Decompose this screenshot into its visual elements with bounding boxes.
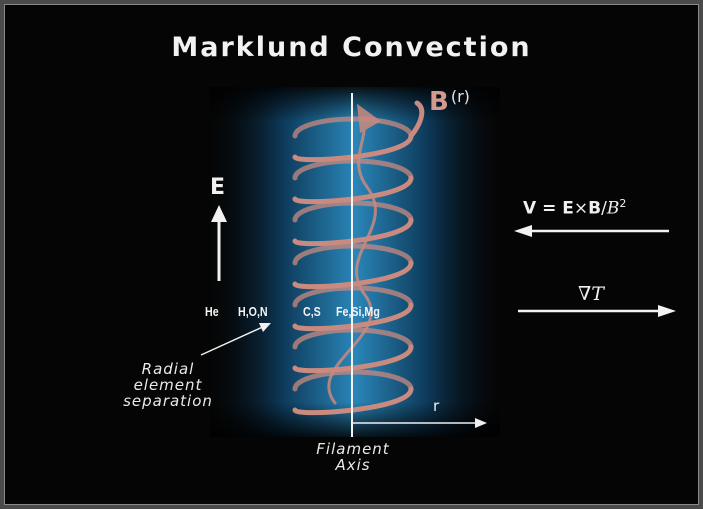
element-label-fesimg: Fe,Si,Mg	[336, 304, 380, 319]
e-field-label: E	[210, 175, 226, 200]
separation-pointer	[200, 324, 268, 356]
diagram-canvas	[200, 87, 676, 437]
diagram-frame: Marklund Convection B(r) E V = E×B/B2 ∇T…	[4, 4, 699, 505]
diagram-title: Marklund Convection	[171, 32, 532, 63]
helix-inner-field-line	[327, 103, 381, 405]
filament-axis-label: Filament Axis	[291, 441, 415, 473]
element-label-cs: C,S	[303, 304, 321, 319]
plasma-glow-fade	[210, 87, 500, 437]
velocity-lhs: V = E	[523, 198, 574, 219]
helix-tail	[408, 100, 425, 139]
element-label-hon: H,O,N	[238, 304, 268, 319]
velocity-b2: B	[606, 198, 620, 219]
gradient-t-label: ∇T	[578, 283, 604, 305]
velocity-div: /	[601, 198, 607, 219]
b-field-arg: (r)	[450, 87, 470, 106]
b-field-symbol: B	[429, 87, 449, 117]
filament-axis-line-1: Filament	[316, 440, 390, 458]
radial-separation-line-2: element	[133, 376, 203, 394]
gradient-arrowhead	[658, 305, 676, 317]
radial-separation-line-1: Radial	[141, 360, 195, 378]
velocity-equation: V = E×B/B2	[523, 197, 626, 219]
radial-separation-line-3: separation	[123, 392, 213, 410]
separation-pointer-head	[259, 323, 271, 332]
radial-axis-label: r	[433, 397, 440, 415]
velocity-arrowhead	[514, 225, 532, 237]
radial-axis-arrowhead	[475, 418, 487, 428]
b-field-label: B(r)	[429, 87, 470, 117]
e-field-arrowhead	[211, 205, 227, 222]
velocity-exp: 2	[619, 197, 627, 210]
radial-separation-label: Radial element separation	[113, 361, 223, 409]
element-label-he: He	[205, 304, 219, 319]
velocity-cross: ×	[573, 198, 589, 219]
filament-axis-line-2: Axis	[335, 456, 371, 474]
velocity-b: B	[588, 198, 602, 219]
